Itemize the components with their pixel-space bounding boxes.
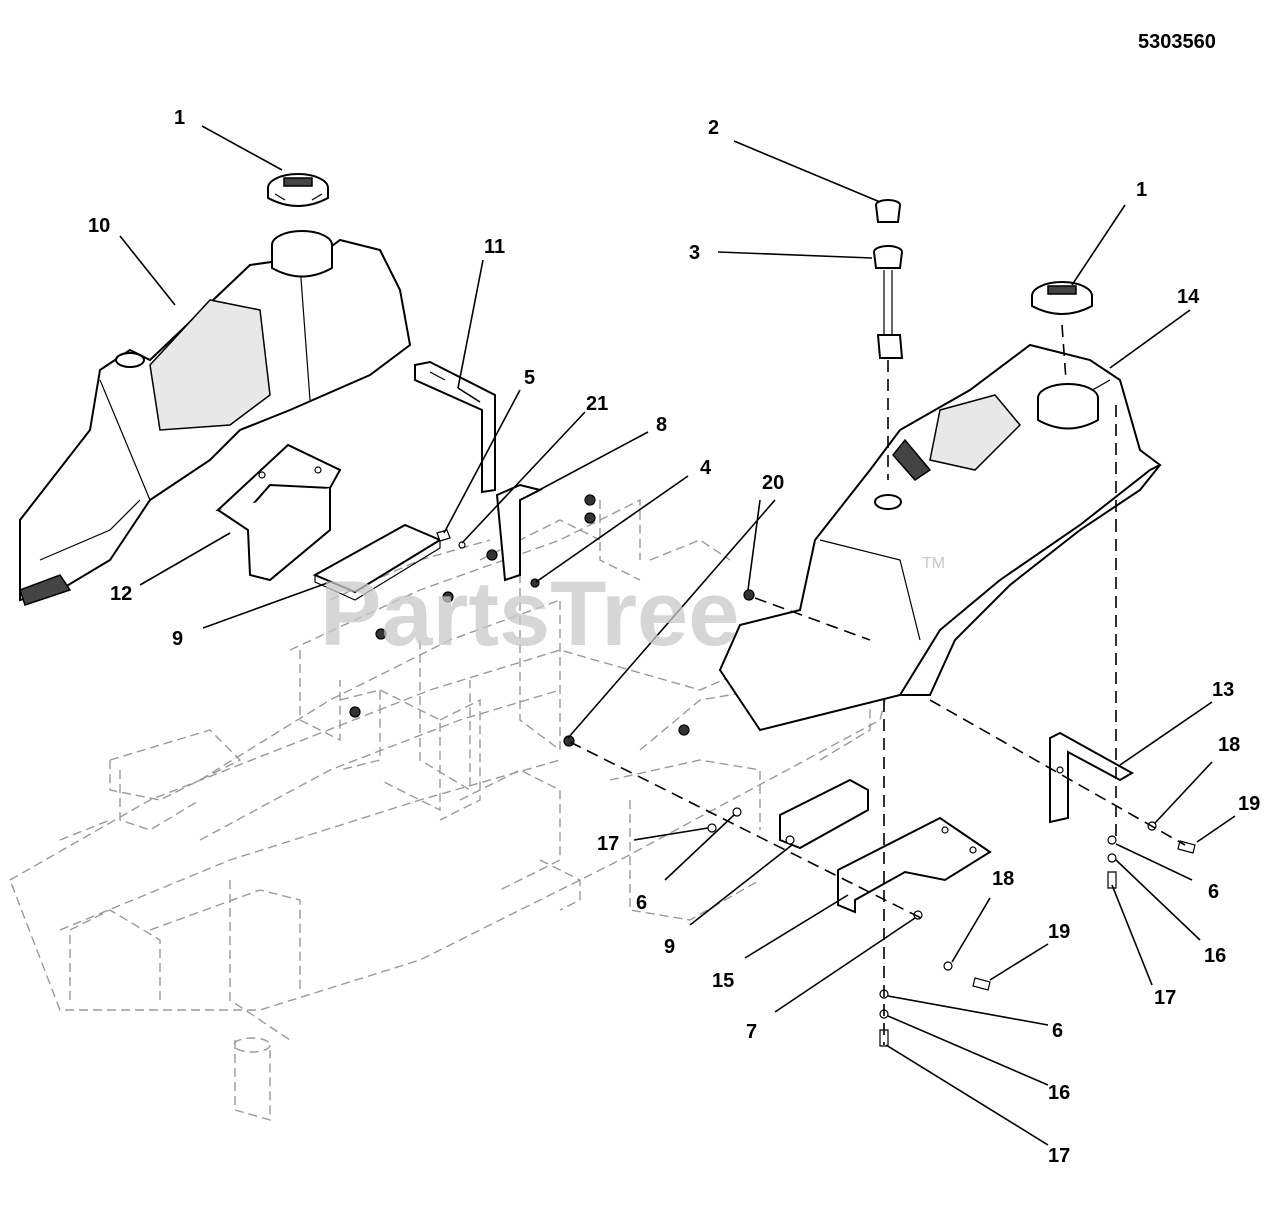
callout: 4 — [700, 457, 712, 479]
hardware-5-21-4 — [436, 529, 540, 588]
watermark: PartsTree — [320, 563, 739, 665]
callout: 10 — [88, 215, 110, 237]
callout: 1 — [1136, 179, 1147, 201]
left-fuel-tank — [19, 230, 412, 606]
callout: 17 — [1154, 987, 1176, 1009]
callout: 2 — [708, 117, 719, 139]
callout: 9 — [664, 936, 675, 958]
callout: 3 — [689, 242, 700, 264]
callout: 6 — [1208, 881, 1219, 903]
callout: 17 — [1048, 1145, 1070, 1167]
callout: 13 — [1212, 679, 1234, 701]
fuel-cap-right — [1031, 281, 1093, 315]
trademark: TM — [922, 555, 945, 572]
callout: 5 — [524, 367, 535, 389]
bracket-11 — [414, 360, 496, 494]
callout: 15 — [712, 970, 734, 992]
pad-9-right — [779, 778, 869, 850]
leader-lines — [119, 125, 1236, 1146]
document-id: 5303560 — [1138, 31, 1216, 53]
callout: 18 — [992, 868, 1014, 890]
plate-15 — [837, 816, 992, 914]
callout: 9 — [172, 628, 183, 650]
callout: 16 — [1048, 1082, 1070, 1104]
callout: 1 — [174, 107, 185, 129]
fuel-cap-left — [267, 173, 329, 207]
callout: 14 — [1177, 286, 1200, 308]
plate-12 — [215, 443, 342, 582]
callout: 19 — [1048, 921, 1070, 943]
callout: 7 — [746, 1021, 757, 1043]
callout: 16 — [1204, 945, 1226, 967]
alignment-lines — [569, 324, 1186, 1045]
fuel-gauge — [873, 199, 904, 359]
right-fuel-tank — [718, 343, 1162, 732]
callout: 6 — [1052, 1020, 1063, 1042]
callout: 18 — [1218, 734, 1240, 756]
callout: 6 — [636, 892, 647, 914]
callout: 20 — [762, 472, 784, 494]
bracket-8 — [495, 483, 543, 582]
callout: 19 — [1238, 793, 1260, 815]
callout: 11 — [484, 236, 505, 258]
callout: 17 — [597, 833, 619, 855]
callout-numbers: 1 10 11 5 21 8 4 12 9 2 3 1 14 20 13 18 … — [88, 107, 1260, 1167]
hardware-right — [707, 807, 1196, 1047]
callout: 8 — [656, 414, 667, 436]
frame-nuts — [349, 494, 755, 747]
callout: 12 — [110, 583, 132, 605]
callout: 21 — [586, 393, 608, 415]
